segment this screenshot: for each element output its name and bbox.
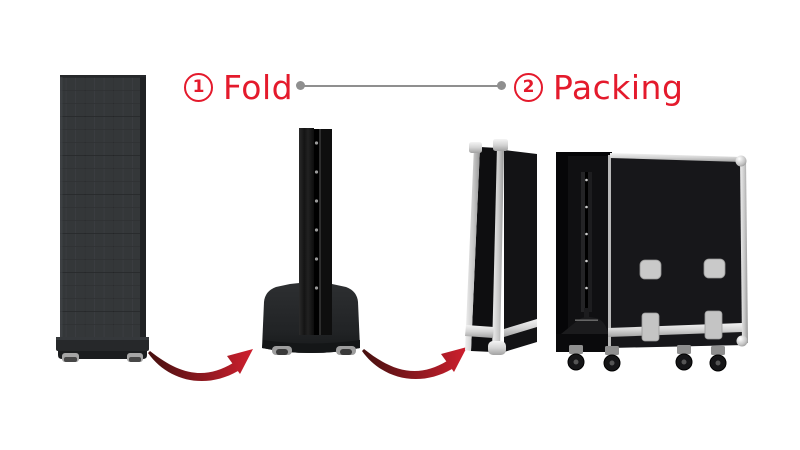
case-right-trim <box>740 158 748 344</box>
folded-panel-back <box>319 129 332 335</box>
folded-panel-front <box>299 128 314 335</box>
folded-base-foot <box>272 346 292 355</box>
connector-dot-right <box>497 81 506 90</box>
packing-arrow-icon <box>362 347 467 380</box>
case-latch <box>641 312 660 342</box>
fold-arrow-icon <box>148 349 253 382</box>
connector-dot-left <box>296 81 305 90</box>
fold-hinge-gap <box>314 129 319 335</box>
flight-case-with-folded-poster <box>556 152 748 372</box>
folded-base-foot <box>336 346 356 355</box>
case-front-panel <box>610 155 745 348</box>
led-screen-side-edge <box>140 75 146 338</box>
case-top-trim <box>610 153 742 162</box>
step2-label-text: Packing <box>553 68 684 107</box>
lid-side-panel <box>504 150 537 352</box>
case-corner-ball <box>735 155 747 167</box>
caster-wheel <box>709 346 727 372</box>
step-label-packing: 2 Packing <box>514 71 683 104</box>
folded-poster-inside-case <box>561 172 609 337</box>
led-poster-standing <box>56 75 149 362</box>
led-poster-folded <box>262 128 360 355</box>
hinge-dots <box>314 141 319 290</box>
case-corner-ball <box>736 335 748 347</box>
case-latch <box>704 310 723 340</box>
poster-foot <box>127 353 143 362</box>
case-handle <box>639 259 662 280</box>
lid-corner-cap <box>493 139 508 151</box>
poster-base <box>56 337 149 351</box>
lid-corner-cap <box>488 341 506 355</box>
step2-number-badge: 2 <box>514 73 543 102</box>
lid-corner-cap <box>469 142 482 153</box>
lid-rail <box>465 146 480 351</box>
caster-wheel <box>603 346 621 372</box>
lid-edge-panel <box>471 147 498 352</box>
caster-wheel <box>675 345 693 371</box>
connector-line <box>300 85 501 87</box>
step-label-fold: 1 Fold <box>184 71 293 104</box>
step1-label-text: Fold <box>223 68 294 107</box>
poster-foot <box>62 353 79 362</box>
step1-number-badge: 1 <box>184 73 213 102</box>
case-handle <box>703 258 726 279</box>
lid-rail <box>492 146 504 353</box>
caster-wheel <box>567 345 585 371</box>
flight-case-lid <box>465 139 537 355</box>
